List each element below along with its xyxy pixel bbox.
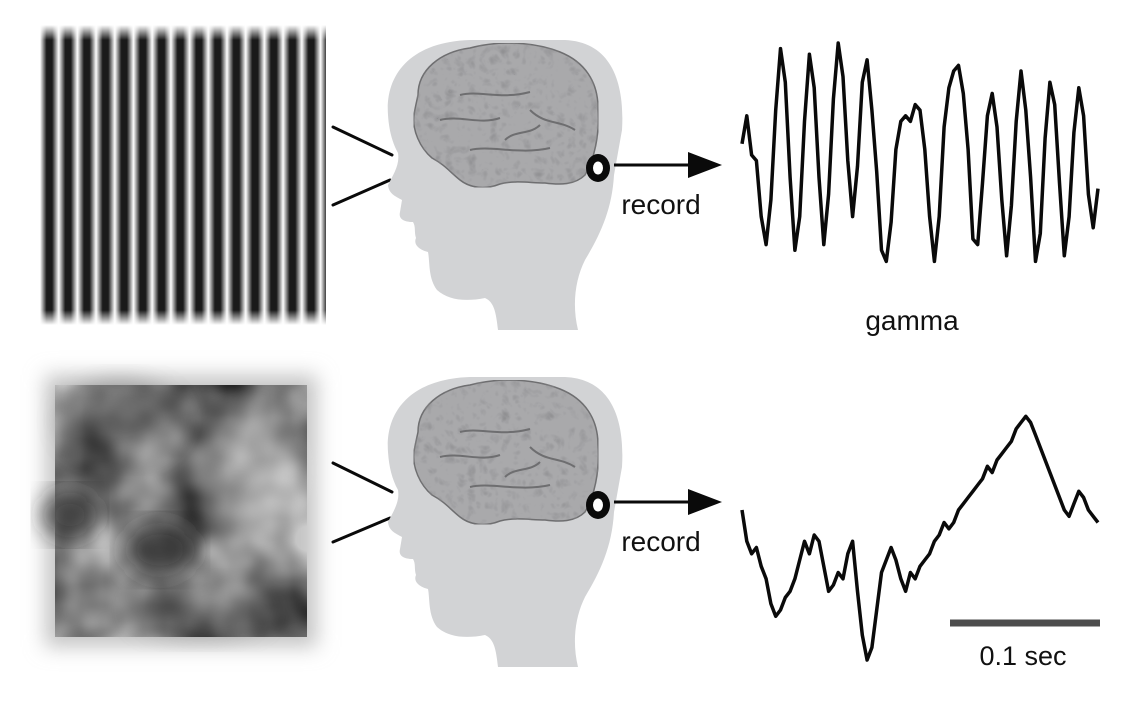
signal-label-gamma: gamma bbox=[865, 305, 959, 336]
panel-top: record gamma bbox=[40, 25, 1100, 336]
record-label: record bbox=[621, 189, 700, 220]
signal-trace bbox=[740, 414, 1100, 662]
grating-stimulus bbox=[40, 25, 326, 325]
scale-bar-label: 0.1 sec bbox=[979, 641, 1066, 671]
eye-lines-icon bbox=[331, 125, 394, 207]
panel-bottom: record 0.1 sec bbox=[42, 375, 1100, 671]
signal-trace bbox=[740, 41, 1100, 264]
electrode-icon bbox=[586, 154, 610, 182]
eye-lines-icon bbox=[331, 461, 394, 544]
brain-icon bbox=[412, 379, 600, 526]
record-label: record bbox=[621, 526, 700, 557]
electrode-icon bbox=[586, 491, 610, 519]
brain-icon bbox=[412, 42, 600, 189]
scale-bar: 0.1 sec bbox=[950, 619, 1100, 671]
noise-stimulus bbox=[42, 375, 317, 647]
arrow-right-icon bbox=[614, 489, 722, 515]
arrow-right-icon bbox=[614, 152, 722, 178]
